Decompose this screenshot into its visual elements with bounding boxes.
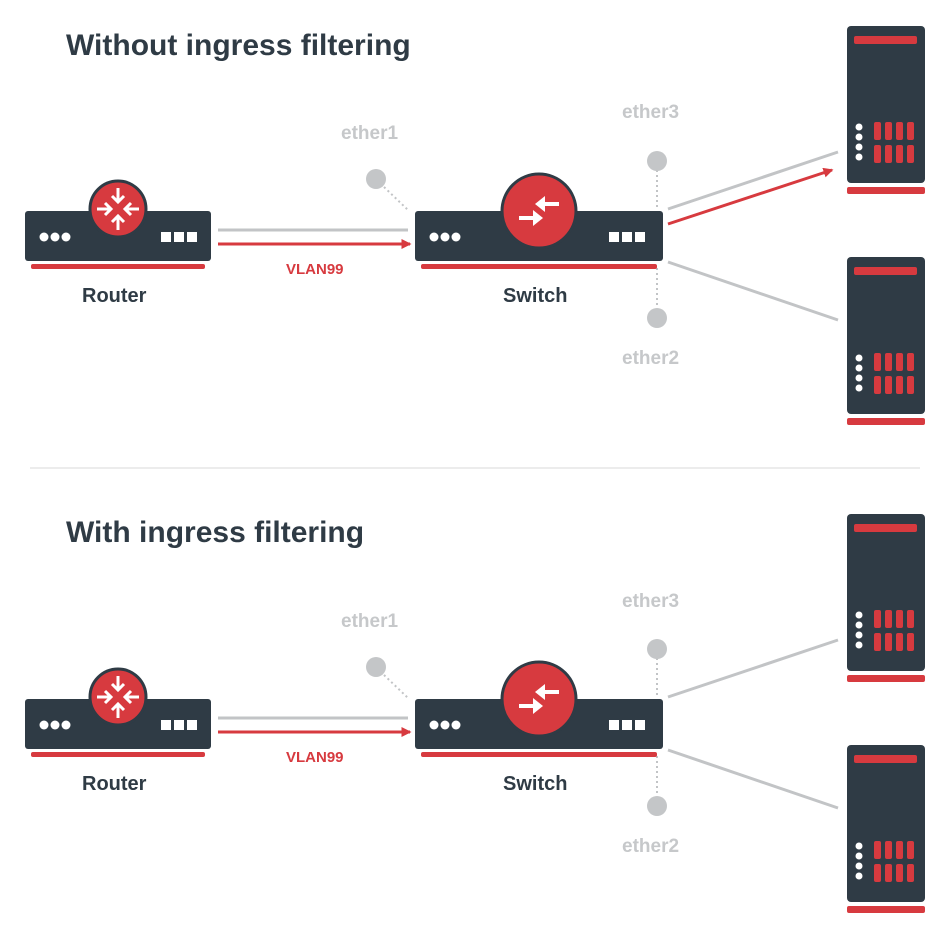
router-arrows-inward-icon	[88, 667, 148, 727]
router-device	[25, 667, 211, 757]
server-ether2	[847, 745, 925, 913]
ether3-link-grey	[667, 638, 839, 699]
ether3-port-dot	[647, 639, 667, 659]
port-label-ether2: ether2	[622, 348, 679, 369]
switch-base-stripe	[421, 752, 657, 757]
ether2-port-dot	[647, 308, 667, 328]
server-ether3	[847, 514, 925, 682]
switch-arrows-exchange-icon	[500, 660, 578, 738]
switch-device	[415, 172, 663, 269]
router-device	[25, 179, 211, 269]
router-base-stripe	[31, 752, 205, 757]
server-ether3	[847, 26, 925, 194]
router-label: Router	[82, 285, 147, 307]
switch-label: Switch	[503, 773, 567, 795]
panel-title: With ingress filtering	[66, 516, 364, 549]
port-label-ether1: ether1	[341, 123, 398, 144]
ether1-port-dot	[366, 657, 386, 677]
port-label-ether2: ether2	[622, 836, 679, 857]
switch-label: Switch	[503, 285, 567, 307]
port-label-ether3: ether3	[622, 591, 679, 612]
ether2-link-grey	[667, 260, 839, 322]
vlan99-arrow-to-ether3	[667, 167, 834, 226]
switch-arrows-exchange-icon	[500, 172, 578, 250]
ether2-port-dot	[647, 796, 667, 816]
ether3-link-grey	[667, 150, 839, 211]
ether1-leader	[383, 674, 409, 699]
server-tower-icon	[847, 257, 925, 414]
port-label-ether3: ether3	[622, 102, 679, 123]
panel-with-filtering: With ingress filtering ether1 ether3 eth…	[25, 514, 925, 913]
router-arrows-inward-icon	[88, 179, 148, 239]
ether1-port-dot	[366, 169, 386, 189]
ether3-port-dot	[647, 151, 667, 171]
switch-device	[415, 660, 663, 757]
server-tower-icon	[847, 26, 925, 183]
server-ether2	[847, 257, 925, 425]
switch-base-stripe	[421, 264, 657, 269]
vlan-label: VLAN99	[286, 261, 344, 278]
router-label: Router	[82, 773, 147, 795]
vlan-label: VLAN99	[286, 749, 344, 766]
router-base-stripe	[31, 264, 205, 269]
panel-title: Without ingress filtering	[66, 29, 411, 62]
server-tower-icon	[847, 514, 925, 671]
port-label-ether1: ether1	[341, 611, 398, 632]
ether1-leader	[383, 186, 409, 211]
server-tower-icon	[847, 745, 925, 902]
ether2-link-grey	[667, 748, 839, 810]
panel-without-filtering: Without ingress filtering ether1 ether3 …	[25, 26, 925, 425]
